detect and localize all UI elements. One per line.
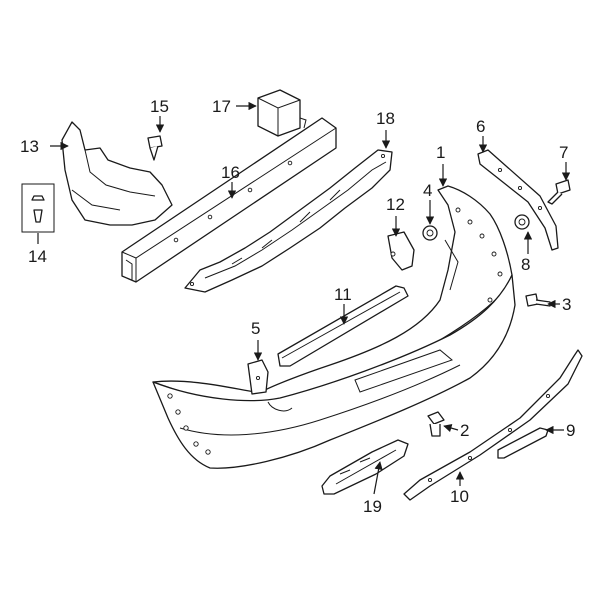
part-lamp-19[interactable] bbox=[321, 439, 409, 495]
part-bracket-5[interactable] bbox=[247, 359, 269, 395]
callout-8: 8 bbox=[521, 255, 530, 274]
part-lower-valance[interactable] bbox=[403, 349, 583, 501]
callout-19: 19 bbox=[363, 497, 382, 516]
part-trim-9[interactable] bbox=[497, 427, 549, 459]
callout-18: 18 bbox=[376, 109, 395, 128]
part-bracket-12[interactable] bbox=[387, 231, 415, 271]
callout-5: 5 bbox=[251, 319, 260, 338]
leader-lines bbox=[37, 101, 571, 495]
part-side-bracket-6[interactable] bbox=[477, 149, 559, 251]
callout-17: 17 bbox=[212, 97, 231, 116]
part-bumper-cover[interactable] bbox=[152, 185, 516, 469]
callout-12: 12 bbox=[386, 195, 405, 214]
callout-6: 6 bbox=[476, 117, 485, 136]
callout-11: 11 bbox=[334, 285, 352, 304]
callout-13: 13 bbox=[20, 137, 39, 156]
part-reflector-11[interactable] bbox=[277, 285, 409, 367]
callout-10: 10 bbox=[450, 487, 469, 506]
part-bolt-7[interactable] bbox=[547, 179, 571, 205]
part-bolt-3[interactable] bbox=[525, 293, 551, 307]
callout-4: 4 bbox=[423, 181, 432, 200]
part-nut-4[interactable] bbox=[422, 225, 438, 241]
callout-labels: 1 2 3 4 5 6 7 8 9 10 11 12 13 14 15 16 1… bbox=[20, 97, 575, 516]
callout-3: 3 bbox=[562, 295, 571, 314]
part-fastener-2[interactable] bbox=[427, 411, 445, 437]
part-clip-14[interactable] bbox=[21, 183, 55, 233]
part-splash-shield[interactable] bbox=[61, 121, 173, 226]
part-module-box[interactable] bbox=[257, 89, 307, 137]
part-impact-bar[interactable] bbox=[121, 117, 337, 283]
part-nut-8[interactable] bbox=[514, 214, 530, 230]
callout-15: 15 bbox=[150, 97, 169, 116]
callout-1: 1 bbox=[436, 143, 445, 162]
callout-14: 14 bbox=[28, 247, 47, 266]
part-energy-absorber[interactable] bbox=[184, 149, 393, 293]
part-bolt-15[interactable] bbox=[147, 135, 163, 161]
callout-16: 16 bbox=[221, 163, 240, 182]
callout-9: 9 bbox=[566, 421, 575, 440]
callout-7: 7 bbox=[559, 143, 568, 162]
callout-2: 2 bbox=[460, 421, 469, 440]
